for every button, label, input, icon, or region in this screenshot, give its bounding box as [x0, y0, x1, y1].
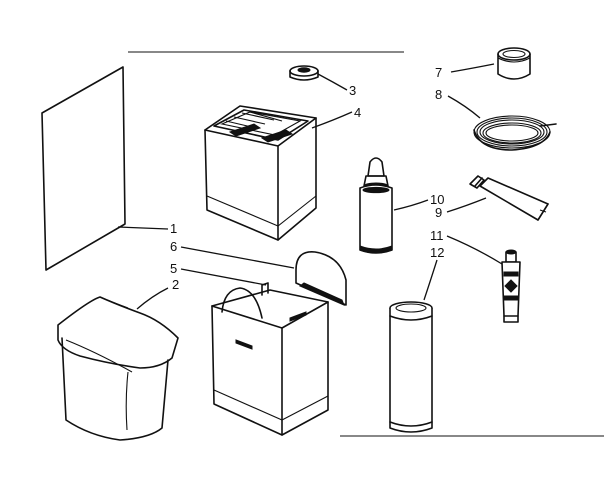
part-2-filter-bag — [57, 296, 179, 441]
part-4-container — [204, 105, 317, 241]
leader-5 — [180, 268, 267, 286]
callout-8: 8 — [435, 87, 442, 102]
part-11-nozzle — [501, 249, 521, 323]
leader-6 — [180, 246, 295, 269]
part-8-coil — [473, 115, 557, 151]
callout-5: 5 — [170, 261, 177, 276]
part-9-tube — [469, 175, 549, 221]
part-7-jar — [497, 47, 531, 80]
callout-4: 4 — [354, 105, 361, 120]
callout-12: 12 — [430, 245, 444, 260]
callout-2: 2 — [172, 277, 179, 292]
part-6-flap — [295, 251, 347, 306]
leader-1 — [117, 226, 169, 230]
callout-6: 6 — [170, 239, 177, 254]
callout-7: 7 — [435, 65, 442, 80]
leader-9 — [446, 197, 487, 213]
leader-12 — [423, 259, 438, 301]
leader-8 — [447, 95, 481, 119]
callout-1: 1 — [170, 221, 177, 236]
callout-10: 10 — [430, 192, 444, 207]
leader-7 — [450, 63, 495, 73]
leader-10 — [393, 199, 429, 211]
part-12-aerosol-can — [389, 301, 433, 433]
leader-4 — [311, 111, 353, 129]
callout-3: 3 — [349, 83, 356, 98]
part-5-carrier — [211, 282, 329, 436]
part-1-sheet — [41, 66, 126, 271]
leader-3 — [317, 73, 348, 91]
leader-11 — [446, 235, 503, 265]
part-3-cap — [289, 65, 319, 81]
callout-9: 9 — [435, 205, 442, 220]
part-10-spray-bottle — [359, 157, 393, 254]
callout-11: 11 — [430, 228, 444, 243]
leader-2 — [136, 287, 169, 310]
